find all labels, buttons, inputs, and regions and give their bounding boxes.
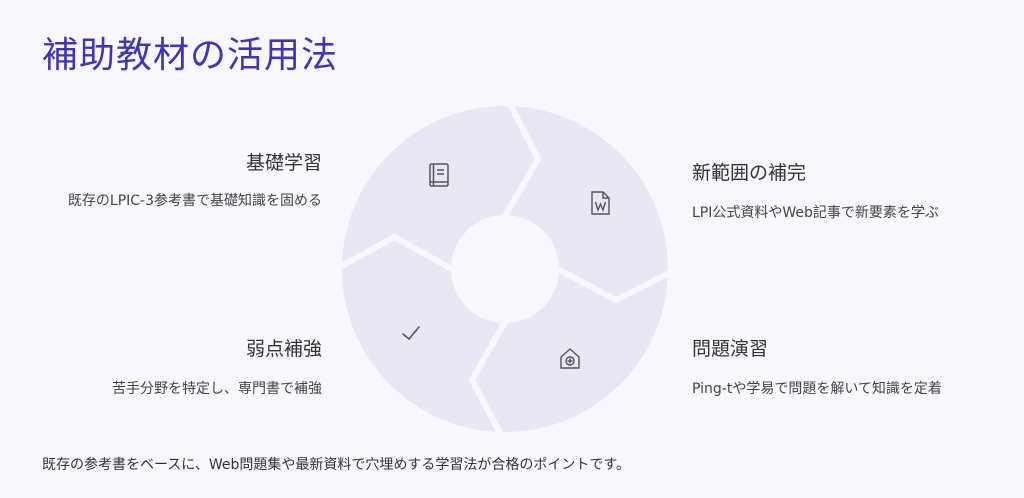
home-add-icon [560, 348, 580, 369]
footer-note: 既存の参考書をベースに、Web問題集や最新資料で穴埋めする学習法が合格のポイント… [42, 457, 630, 473]
step-title: 基礎学習 [245, 152, 322, 174]
page-title: 補助教材の活用法 [42, 35, 339, 76]
word-document-icon [591, 191, 610, 215]
cycle-diagram [340, 104, 670, 434]
step-exercise: 問題演習 Ping-tや学易で問題を解いて知識を定着 [692, 334, 992, 401]
step-description: LPI公式資料やWeb記事で新要素を学ぶ [692, 205, 939, 221]
step-title: 弱点補強 [245, 338, 322, 360]
step-title: 新範囲の補完 [692, 162, 807, 184]
step-weakness: 弱点補強 苦手分野を特定し、専門書で補強 [32, 334, 322, 401]
step-description: 既存のLPIC-3参考書で基礎知識を固める [67, 193, 322, 209]
step-basic-learning: 基礎学習 既存のLPIC-3参考書で基礎知識を固める [32, 148, 322, 213]
step-description: Ping-tや学易で問題を解いて知識を定着 [692, 381, 942, 397]
step-description: 苦手分野を特定し、専門書で補強 [112, 381, 322, 397]
step-new-scope: 新範囲の補完 LPI公式資料やWeb記事で新要素を学ぶ [692, 158, 992, 225]
checkmark-icon [402, 326, 420, 341]
step-title: 問題演習 [692, 338, 769, 360]
book-icon [429, 163, 449, 187]
segment-gaps [340, 104, 670, 434]
cycle-segments [341, 106, 668, 432]
